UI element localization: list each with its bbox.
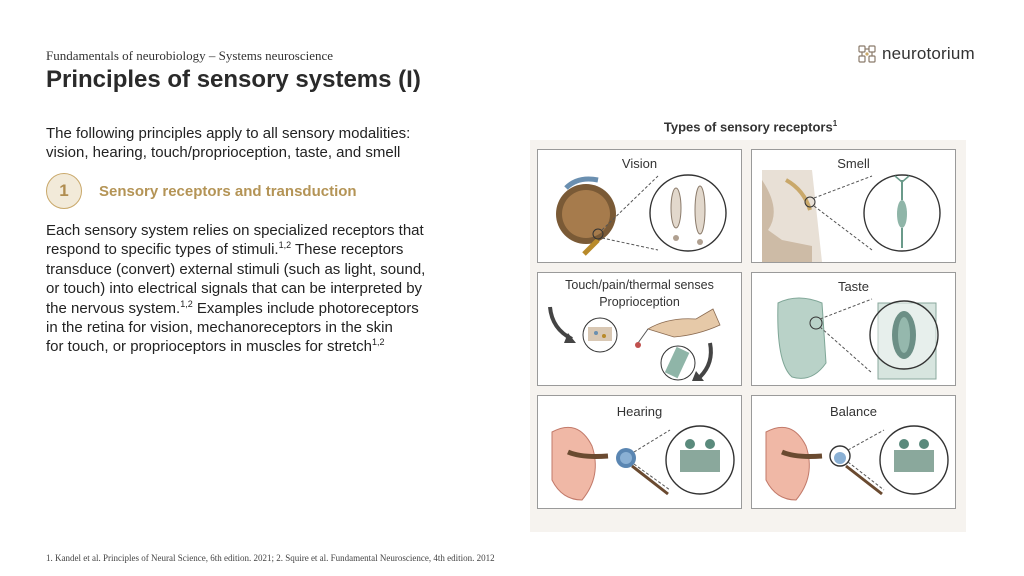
touch-illustration-icon xyxy=(548,306,721,381)
body-line: respond to specific types of stimuli.1,2… xyxy=(46,240,486,259)
cell-label: Vision xyxy=(621,156,658,171)
receptor-cell-touch: Touch/pain/thermal senses Proprioception xyxy=(537,272,742,386)
body-text-span: Examples include photoreceptors xyxy=(192,299,419,317)
body-text-span: the nervous system. xyxy=(46,299,181,317)
cell-label: Hearing xyxy=(616,404,663,419)
citation-superscript: 1,2 xyxy=(180,298,193,309)
body-line: Each sensory system relies on specialize… xyxy=(46,222,424,239)
brand-logo: neurotorium xyxy=(857,43,975,65)
intro-line: The following principles apply to all se… xyxy=(46,125,411,142)
body-line: the nervous system.1,2 Examples include … xyxy=(46,299,486,318)
ear-hearing-illustration-icon xyxy=(551,425,735,501)
body-line: transduce (convert) external stimuli (su… xyxy=(46,260,426,278)
receptors-title-text: Types of sensory receptors xyxy=(663,119,833,135)
principle-number-badge: 1 xyxy=(46,173,82,209)
body-text-span: respond to specific types of stimuli. xyxy=(46,241,279,259)
citation-superscript: 1 xyxy=(832,119,838,128)
body-line: for touch, or proprioceptors in muscles … xyxy=(46,337,486,356)
principle-label: Sensory receptors and transduction xyxy=(99,182,357,200)
cell-label: Balance xyxy=(830,404,877,419)
cell-label: Proprioception xyxy=(599,295,680,309)
ear-balance-illustration-icon xyxy=(765,425,949,501)
citation-superscript: 1,2 xyxy=(278,240,292,251)
citation-superscript: 1,2 xyxy=(371,337,385,348)
tongue-illustration-icon xyxy=(777,297,939,380)
brand-name: neurotorium xyxy=(882,44,975,63)
nose-illustration-icon xyxy=(762,170,941,262)
receptor-cell-smell: Smell xyxy=(751,149,956,263)
intro-text: The following principles apply to all se… xyxy=(46,124,486,162)
page-title: Principles of sensory systems (I) xyxy=(46,66,421,93)
cell-label: Touch/pain/thermal senses xyxy=(565,278,714,292)
body-line: in the retina for vision, mechanorecepto… xyxy=(46,319,393,337)
intro-line: vision, hearing, touch/proprioception, t… xyxy=(46,144,401,161)
principle-heading: 1 Sensory receptors and transduction xyxy=(46,173,357,209)
body-paragraph: Each sensory system relies on specialize… xyxy=(46,221,486,357)
receptor-cell-balance: Balance xyxy=(751,395,956,509)
body-line: or touch) into electrical signals that c… xyxy=(46,280,423,298)
receptors-panel-title: Types of sensory receptors1 xyxy=(533,119,968,134)
body-text-span: These receptors xyxy=(291,241,404,259)
section-kicker: Fundamentals of neurobiology – Systems n… xyxy=(46,48,334,63)
cell-label: Smell xyxy=(837,156,870,171)
neurotorium-logo-icon xyxy=(858,45,876,63)
body-text-span: for touch, or proprioceptors in muscles … xyxy=(46,338,372,356)
references-footnote: 1. Kandel et al. Principles of Neural Sc… xyxy=(46,553,495,563)
receptor-cell-taste: Taste xyxy=(751,272,956,386)
cell-label: Taste xyxy=(837,279,870,294)
eye-illustration-icon xyxy=(556,174,727,256)
receptor-cell-hearing: Hearing xyxy=(537,395,742,509)
receptor-cell-vision: Vision xyxy=(537,149,742,263)
